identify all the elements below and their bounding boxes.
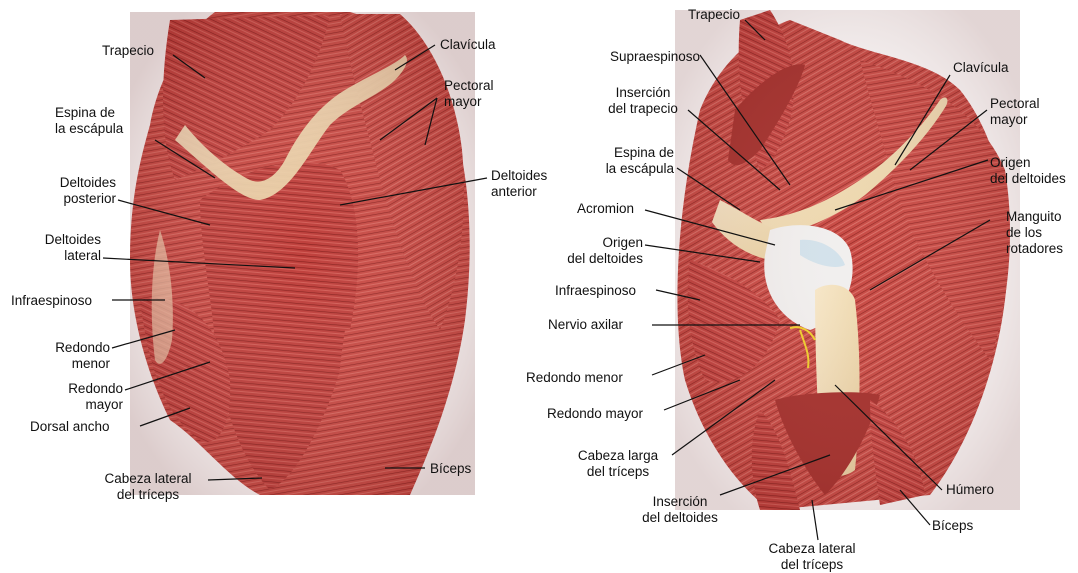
label-deltoides-posterior-left: Deltoides posterior [50, 175, 116, 207]
right-shoulder-illustration [675, 10, 1020, 510]
label-infraespinoso-left: Infraespinoso [11, 293, 92, 309]
left-shoulder-illustration [130, 12, 475, 495]
label-pectoral-mayor-right: Pectoral mayor [990, 96, 1040, 128]
label-insercion-trapecio-right: Inserción del trapecio [600, 85, 686, 117]
label-insercion-deltoides-right: Inserción del deltoides [634, 494, 726, 526]
label-origen-deltoides-right: Origen del deltoides [540, 235, 643, 267]
label-biceps-left: Bíceps [430, 461, 471, 477]
label-nervio-axilar-right: Nervio axilar [548, 317, 623, 333]
label-redondo-mayor-left: Redondo mayor [40, 381, 123, 413]
label-cabeza-larga-triceps-right: Cabeza larga del tríceps [568, 448, 668, 480]
label-redondo-menor-right: Redondo menor [526, 370, 623, 386]
label-clavicula-left: Clavícula [440, 37, 496, 53]
label-cabeza-lateral-triceps-right: Cabeza lateral del tríceps [756, 541, 868, 573]
label-infraespinoso-right: Infraespinoso [555, 283, 636, 299]
label-cabeza-lateral-triceps-left: Cabeza lateral del tríceps [92, 471, 204, 503]
label-pectoral-mayor-left: Pectoral mayor [444, 78, 494, 110]
label-redondo-mayor-right: Redondo mayor [547, 406, 643, 422]
label-deltoides-anterior-left: Deltoides anterior [491, 168, 547, 200]
label-espina-escapula-right: Espina de la escápula [568, 145, 674, 177]
label-trapecio-right: Trapecio [688, 7, 740, 23]
label-acromion-right: Acromion [577, 201, 634, 217]
label-trapecio-left: Trapecio [102, 43, 154, 59]
label-origen-deltoides-top-right: Origen del deltoides [990, 155, 1066, 187]
label-dorsal-ancho-left: Dorsal ancho [30, 419, 110, 435]
label-humero-right: Húmero [946, 482, 994, 498]
label-redondo-menor-left: Redondo menor [30, 340, 110, 372]
label-supraespinoso-right: Supraespinoso [610, 49, 700, 65]
label-clavicula-right: Clavícula [953, 60, 1009, 76]
label-deltoides-lateral-left: Deltoides lateral [30, 232, 101, 264]
label-biceps-right: Bíceps [932, 518, 973, 534]
label-espina-escapula-left: Espina de la escápula [55, 105, 123, 137]
label-manguito-rotadores-right: Manguito de los rotadores [1006, 209, 1063, 257]
